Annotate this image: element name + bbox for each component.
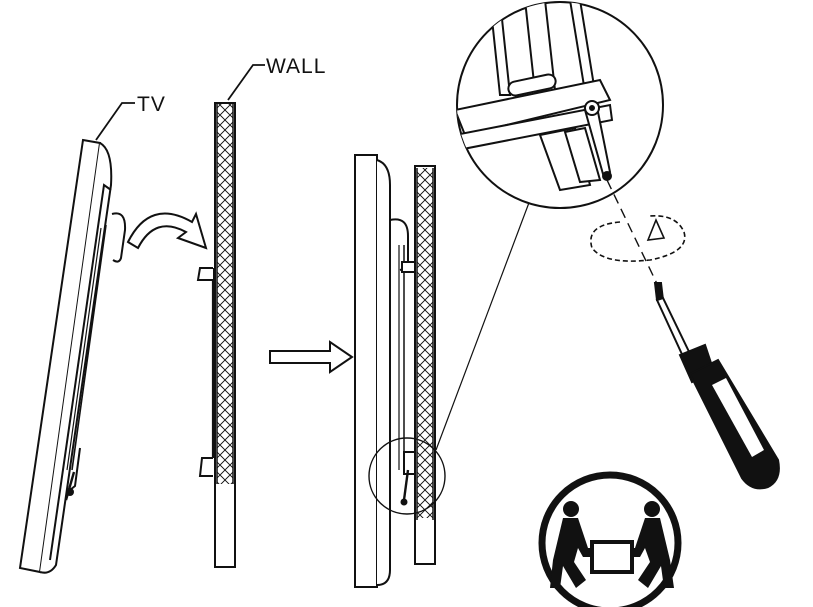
two-person-lift-icon: [538, 471, 682, 607]
wall-label-leader: [227, 64, 265, 101]
wall-label: WALL: [266, 55, 326, 78]
next-step-arrow-icon: [269, 340, 354, 374]
magnified-detail: [456, 1, 664, 291]
rotate-arrow-icon: [590, 215, 686, 262]
tv-tilted: [18, 138, 127, 574]
wall-left: [196, 102, 236, 568]
hang-arrow-icon: [126, 211, 208, 250]
detail-leader-line: [435, 199, 531, 451]
tv-label: TV: [137, 93, 166, 116]
tv-mounted: [354, 154, 436, 588]
screwdriver-icon: [653, 282, 780, 490]
detail-highlight-circle: [368, 437, 446, 515]
tv-label-leader: [95, 102, 135, 141]
